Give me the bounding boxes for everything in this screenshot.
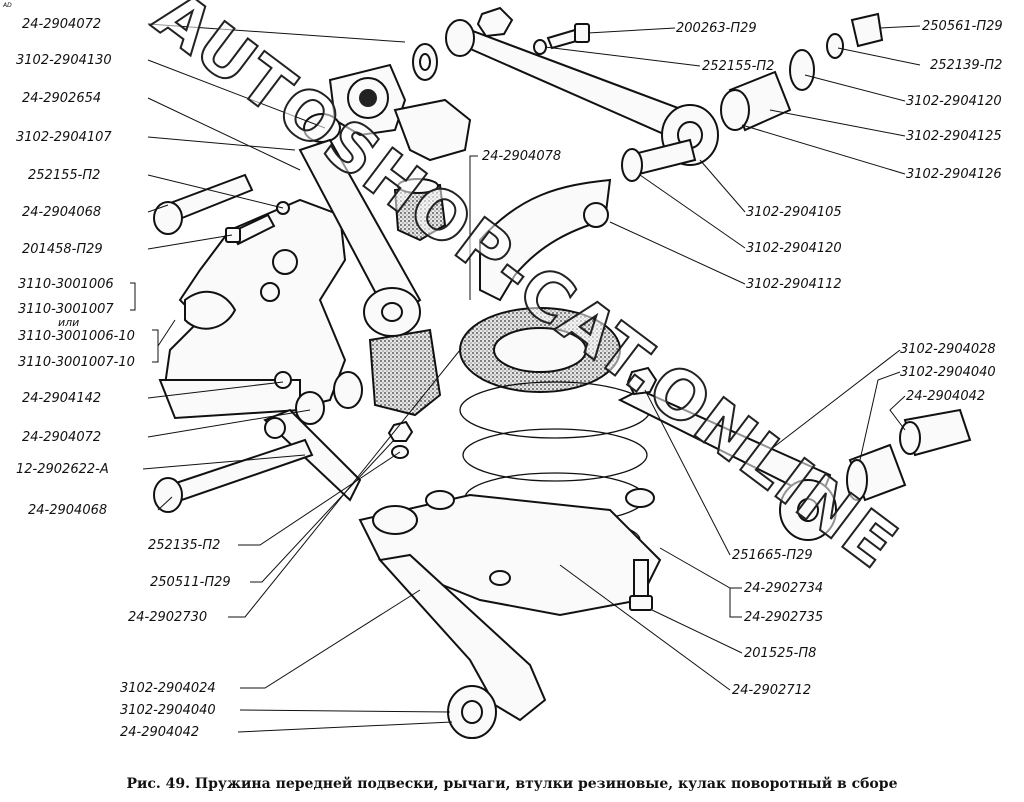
- label-251665-p29: 251665-П29: [732, 548, 813, 563]
- label-24-2902730: 24-2902730: [128, 610, 207, 625]
- label-200263-p29: 200263-П29: [676, 21, 757, 36]
- nut-251665: [626, 366, 658, 396]
- corner-mark: AD: [3, 2, 12, 9]
- upper-bracket: [303, 63, 472, 162]
- label-252135-p2: 252135-П2: [148, 538, 220, 553]
- label-3102-2904105: 3102-2904105: [746, 205, 842, 220]
- label-24-2904068-lower: 24-2904068: [28, 503, 107, 518]
- bolt-left-upper: [153, 173, 254, 235]
- label-24-2904072-top: 24-2904072: [22, 17, 101, 32]
- upper-control-arm: [479, 178, 612, 302]
- fitting-24-2904142: [274, 371, 292, 389]
- label-24-2904042-right: 24-2904042: [906, 389, 985, 404]
- label-201525-p8: 201525-П8: [744, 646, 816, 661]
- bolt-small-left: [225, 201, 290, 246]
- pivot-washer: [621, 148, 643, 182]
- leader-lines: [130, 23, 921, 733]
- label-252155-p2-left: 252155-П2: [28, 168, 100, 183]
- washer-top-inner: [419, 53, 431, 71]
- nut-250511: [387, 420, 414, 442]
- bolt-201525: [629, 559, 653, 611]
- label-24-2902734: 24-2902734: [744, 581, 823, 596]
- label-3102-2904125: 3102-2904125: [906, 129, 1002, 144]
- label-24-2904072-lower: 24-2904072: [22, 430, 101, 445]
- label-3102-2904028: 3102-2904028: [900, 342, 996, 357]
- lower-bushing: [368, 328, 442, 417]
- label-24-2902712: 24-2902712: [732, 683, 811, 698]
- tie-bar-right: [617, 388, 972, 541]
- top-right-bushings: [720, 12, 884, 132]
- bump-stop: [393, 178, 447, 242]
- lower-strut: [378, 553, 547, 739]
- label-250561-p29: 250561-П29: [922, 19, 1003, 34]
- swing-link: [298, 138, 422, 337]
- washer-lower: [295, 391, 325, 425]
- lower-control-arm: [358, 488, 662, 617]
- label-3102-2904040-lower: 3102-2904040: [120, 703, 216, 718]
- label-24-2904068-upper: 24-2904068: [22, 205, 101, 220]
- label-201458-p29: 201458-П29: [22, 242, 103, 257]
- label-24-2904042-lower: 24-2904042: [120, 725, 199, 740]
- label-3102-2904040-right: 3102-2904040: [900, 365, 996, 380]
- label-3102-2904112: 3102-2904112: [746, 277, 842, 292]
- label-3102-2904126: 3102-2904126: [906, 167, 1002, 182]
- label-12-2902622-a: 12-2902622-А: [16, 462, 109, 477]
- label-3110-3001007-10: 3110-3001007-10: [18, 355, 135, 370]
- label-24-2902654: 24-2902654: [22, 91, 101, 106]
- label-250511-p29: 250511-П29: [150, 575, 231, 590]
- label-3102-2904120-top: 3102-2904120: [906, 94, 1002, 109]
- label-3110-3001006-10: 3110-3001006-10: [18, 329, 135, 344]
- callout-labels: 24-2904072 3102-2904130 24-2902654 3102-…: [16, 17, 1003, 740]
- bolt-lower-left: [153, 438, 314, 513]
- label-252155-p2-right: 252155-П2: [702, 59, 774, 74]
- figure-caption: Рис. 49. Пружина передней подвески, рыча…: [126, 776, 898, 792]
- label-24-2904078: 24-2904078: [482, 149, 561, 164]
- label-3102-2904107: 3102-2904107: [16, 130, 112, 145]
- label-3102-2904024: 3102-2904024: [120, 681, 216, 696]
- upper-tie-link: [445, 19, 719, 166]
- label-3110-3001007: 3110-3001007: [18, 302, 114, 317]
- label-ili: или: [58, 316, 79, 329]
- label-24-2902735: 24-2902735: [744, 610, 823, 625]
- label-24-2904142: 24-2904142: [22, 391, 101, 406]
- label-252139-p2: 252139-П2: [930, 58, 1002, 73]
- nut-top: [476, 6, 514, 38]
- label-3102-2904120-mid: 3102-2904120: [746, 241, 842, 256]
- bushing-ring: [333, 371, 363, 409]
- spring-seat: [459, 307, 621, 393]
- label-3102-2904130: 3102-2904130: [16, 53, 112, 68]
- label-3110-3001006: 3110-3001006: [18, 277, 114, 292]
